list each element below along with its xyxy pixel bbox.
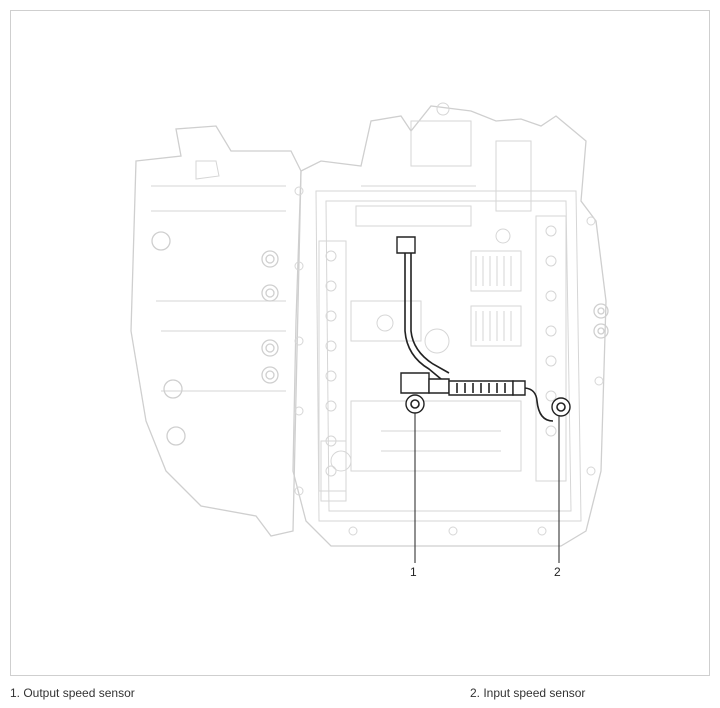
input-speed-sensor (551, 397, 571, 417)
perimeter-bolt-holes (294, 186, 604, 536)
housing-bolts (261, 250, 279, 384)
transmission-drawing (130, 102, 609, 563)
valve-body-case (292, 105, 607, 547)
legend-item-output-speed-sensor: 1. Output speed sensor (10, 686, 135, 700)
legend-item-input-speed-sensor: 2. Input speed sensor (470, 686, 586, 700)
output-speed-sensor (405, 394, 425, 414)
sensor-wiring-harness (396, 236, 554, 422)
callout-number-1: 1 (410, 565, 417, 579)
callout-number-2: 2 (554, 565, 561, 579)
transmission-housing (130, 125, 302, 537)
illustration-frame (10, 10, 710, 676)
